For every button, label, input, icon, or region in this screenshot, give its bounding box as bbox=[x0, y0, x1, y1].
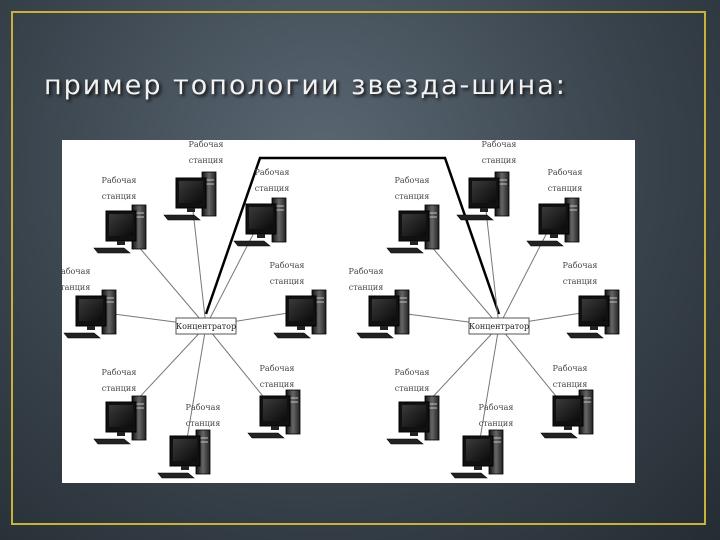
workstation bbox=[540, 389, 594, 439]
computer-icon bbox=[157, 429, 211, 479]
computer-icon bbox=[450, 429, 504, 479]
workstation-label: станция bbox=[270, 277, 305, 286]
workstation-label: станция bbox=[395, 384, 430, 393]
workstation-label: Рабочая bbox=[62, 267, 90, 276]
star-link bbox=[205, 218, 262, 327]
workstation bbox=[163, 171, 217, 221]
hub-group-right: РабочаястанцияРабочаястанцияРабочаястанц… bbox=[349, 140, 620, 479]
star-link bbox=[498, 218, 555, 327]
workstation-label: станция bbox=[482, 156, 517, 165]
workstation-label: станция bbox=[563, 277, 598, 286]
workstation-label: станция bbox=[553, 380, 588, 389]
hub-label: Концентратор bbox=[176, 322, 236, 331]
workstation-label: станция bbox=[349, 283, 384, 292]
hub-box bbox=[468, 317, 530, 335]
workstation-label: Рабочая bbox=[102, 368, 137, 377]
hub-box bbox=[175, 317, 237, 335]
workstation-label: Рабочая bbox=[482, 140, 517, 149]
computer-icon bbox=[356, 289, 410, 339]
workstation-label: станция bbox=[186, 419, 221, 428]
star-link bbox=[477, 325, 500, 452]
workstation bbox=[157, 429, 211, 479]
computer-icon bbox=[526, 197, 580, 247]
workstation-label: станция bbox=[548, 184, 583, 193]
workstation-label: станция bbox=[62, 283, 90, 292]
workstation-label: Рабочая bbox=[270, 261, 305, 270]
workstation bbox=[386, 204, 440, 254]
workstation-label: станция bbox=[479, 419, 514, 428]
workstation-label: Рабочая bbox=[563, 261, 598, 270]
workstation bbox=[93, 204, 147, 254]
computer-icon bbox=[540, 389, 594, 439]
workstation-label: Рабочая bbox=[395, 368, 430, 377]
workstation-label: станция bbox=[395, 192, 430, 201]
workstation-label: Рабочая bbox=[479, 403, 514, 412]
topology-diagram-svg: РабочаястанцияРабочаястанцияРабочаястанц… bbox=[62, 140, 620, 479]
bus-line bbox=[204, 156, 501, 315]
workstation-label: станция bbox=[189, 156, 224, 165]
workstation bbox=[63, 289, 117, 339]
workstation bbox=[526, 197, 580, 247]
computer-icon bbox=[386, 204, 440, 254]
workstation bbox=[386, 395, 440, 445]
workstation-label: станция bbox=[102, 384, 137, 393]
computer-icon bbox=[93, 395, 147, 445]
star-link bbox=[184, 325, 207, 452]
workstation bbox=[450, 429, 504, 479]
computer-icon bbox=[233, 197, 287, 247]
workstation-label: Рабочая bbox=[395, 176, 430, 185]
workstation-label: станция bbox=[255, 184, 290, 193]
workstation-label: Рабочая bbox=[553, 364, 588, 373]
workstation-label: Рабочая bbox=[349, 267, 384, 276]
hub-group-left: РабочаястанцияРабочаястанцияРабочаястанц… bbox=[62, 140, 327, 479]
workstation-label: станция bbox=[102, 192, 137, 201]
slide-frame bbox=[11, 11, 706, 525]
workstation-label: Рабочая bbox=[186, 403, 221, 412]
computer-icon bbox=[163, 171, 217, 221]
computer-icon bbox=[247, 389, 301, 439]
workstation bbox=[247, 389, 301, 439]
workstation-label: Рабочая bbox=[255, 168, 290, 177]
computer-icon bbox=[386, 395, 440, 445]
workstation-label: Рабочая bbox=[102, 176, 137, 185]
computer-icon bbox=[93, 204, 147, 254]
workstation bbox=[93, 395, 147, 445]
workstation-label: Рабочая bbox=[189, 140, 224, 149]
workstation-label: Рабочая bbox=[260, 364, 295, 373]
slide-title: пример топологии звезда-шина: bbox=[44, 70, 567, 101]
workstation-label: Рабочая bbox=[548, 168, 583, 177]
hub-label: Концентратор bbox=[469, 322, 529, 331]
workstation-label: станция bbox=[260, 380, 295, 389]
workstation bbox=[233, 197, 287, 247]
workstation bbox=[356, 289, 410, 339]
computer-icon bbox=[63, 289, 117, 339]
